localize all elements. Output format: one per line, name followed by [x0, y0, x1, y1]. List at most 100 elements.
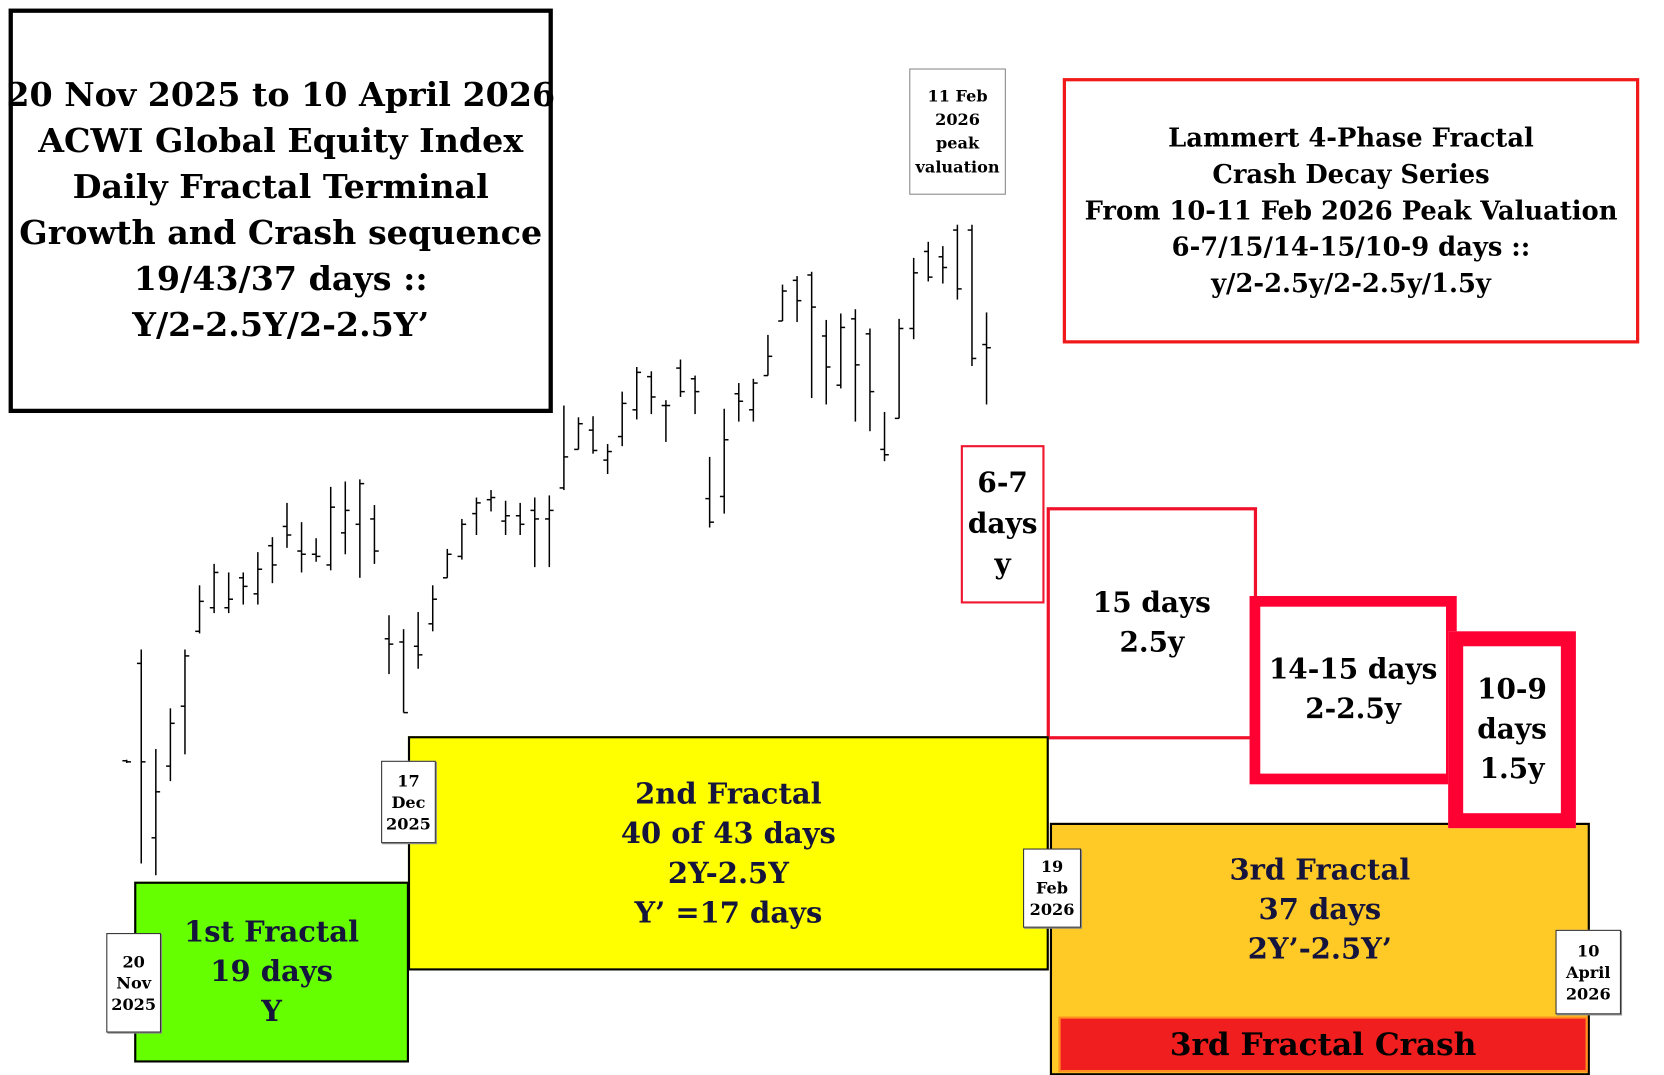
- date-line: Nov: [116, 973, 152, 993]
- phase-4-box: 10-9 days 1.5y: [1448, 631, 1576, 829]
- title-line: Growth and Crash sequence: [19, 214, 543, 253]
- ohlc-bar: [676, 359, 685, 397]
- second-fractal-box: 2nd Fractal 40 of 43 days 2Y-2.5Y Y’ =17…: [407, 736, 1049, 971]
- fractal-line: Y’ =17 days: [634, 896, 823, 930]
- fractal-line: 2Y-2.5Y: [667, 856, 789, 890]
- fractal-line: 1st Fractal: [184, 915, 360, 950]
- peak-label-line: peak: [936, 133, 980, 154]
- fractal-line: 37 days: [1258, 893, 1382, 927]
- ohlc-bar: [865, 328, 875, 432]
- date-line: 20: [122, 951, 145, 972]
- ohlc-bar: [457, 518, 467, 560]
- peak-label-line: valuation: [915, 157, 1000, 177]
- date-line: 2025: [386, 813, 431, 833]
- fractal-line: 40 of 43 days: [620, 816, 836, 851]
- ohlc-bar: [836, 313, 846, 389]
- date-label-end: 10 April 2026: [1555, 929, 1621, 1015]
- ohlc-bar: [311, 538, 321, 562]
- series-line: Crash Decay Series: [1212, 158, 1490, 190]
- ohlc-bar: [574, 417, 583, 451]
- ohlc-bar: [763, 334, 773, 377]
- ohlc-bar: [297, 522, 306, 573]
- ohlc-bar: [705, 456, 714, 528]
- ohlc-bar: [282, 502, 292, 548]
- ohlc-bar: [661, 400, 671, 442]
- title-line: ACWI Global Equity Index: [38, 121, 524, 161]
- date-line: 2026: [1029, 899, 1075, 920]
- ohlc-bar: [909, 257, 918, 340]
- date-label-start: 20 Nov 2025: [106, 933, 162, 1033]
- ohlc-bar: [603, 444, 612, 475]
- ohlc-bar: [632, 367, 642, 420]
- title-line: 19/43/37 days ::: [133, 260, 428, 299]
- ohlc-bar: [238, 572, 248, 605]
- first-fractal-box: 1st Fractal 19 days Y: [134, 881, 410, 1063]
- ohlc-bar: [340, 481, 350, 555]
- title-line: Daily Fractal Terminal: [72, 167, 489, 207]
- ohlc-bar: [690, 375, 700, 415]
- phase-line: 1.5y: [1479, 752, 1545, 785]
- ohlc-bar: [384, 615, 394, 675]
- title-box: 20 Nov 2025 to 10 April 2026 ACWI Global…: [6, 8, 556, 414]
- phase-line: 15 days: [1092, 586, 1211, 619]
- ohlc-bar: [501, 500, 510, 536]
- ohlc-bar: [792, 276, 802, 323]
- ohlc-bar: [399, 629, 408, 714]
- ohlc-bar: [166, 708, 175, 782]
- fractal-line: 19 days: [210, 955, 333, 989]
- phase-line: 10-9: [1477, 673, 1547, 706]
- fractal-line: 2Y’-2.5Y’: [1247, 933, 1392, 967]
- ohlc-bar: [778, 284, 787, 322]
- title-line: Y/2-2.5Y/2-2.5Y’: [132, 306, 430, 345]
- date-line: 10: [1577, 941, 1600, 961]
- ohlc-bar: [588, 416, 598, 454]
- fractal-line: 2nd Fractal: [635, 777, 822, 811]
- crash-decay-series-box: Lammert 4-Phase Fractal Crash Decay Seri…: [1062, 78, 1640, 344]
- phase-line: 14-15 days: [1268, 653, 1438, 686]
- phase-line: 2-2.5y: [1305, 693, 1402, 726]
- third-fractal-crash-bar: 3rd Fractal Crash: [1058, 1016, 1588, 1073]
- ohlc-bar: [413, 612, 423, 669]
- date-line: April: [1566, 962, 1611, 982]
- phase-line: y: [994, 548, 1011, 582]
- ohlc-bar: [938, 246, 948, 284]
- ohlc-bar: [749, 378, 758, 422]
- ohlc-bar: [515, 502, 525, 536]
- date-line: 17: [397, 770, 420, 791]
- series-line: Lammert 4-Phase Fractal: [1168, 121, 1534, 154]
- phase-2-box: 15 days 2.5y: [1046, 507, 1258, 740]
- ohlc-bar: [180, 649, 190, 755]
- date-line: Feb: [1035, 878, 1069, 898]
- ohlc-bar: [355, 479, 365, 578]
- title-line: 20 Nov 2025 to 10 April 2026: [6, 75, 556, 115]
- ohlc-bar: [953, 224, 962, 300]
- series-line: 6-7/15/14-15/10-9 days ::: [1171, 231, 1531, 263]
- ohlc-bar: [443, 548, 452, 579]
- ohlc-bar: [370, 505, 379, 564]
- ohlc-bar: [151, 749, 161, 876]
- date-line: 2026: [1565, 983, 1611, 1004]
- peak-label-line: 11 Feb: [927, 86, 988, 106]
- ohlc-bar: [923, 241, 933, 282]
- ohlc-bar: [894, 318, 904, 420]
- ohlc-bar: [428, 585, 438, 632]
- ohlc-bar: [982, 312, 991, 405]
- ohlc-bar: [807, 271, 816, 399]
- ohlc-bar: [209, 563, 219, 614]
- ohlc-bar: [195, 585, 204, 634]
- ohlc-bar: [122, 759, 131, 763]
- phase-line: days: [1477, 713, 1547, 746]
- series-line: y/2-2.5y/2-2.5y/1.5y: [1211, 267, 1491, 299]
- date-line: 19: [1040, 857, 1064, 877]
- phase-line: 6-7: [977, 467, 1028, 500]
- peak-valuation-label: 11 Feb 2026 peak valuation: [909, 68, 1006, 195]
- ohlc-bar: [224, 572, 233, 614]
- ohlc-bar: [486, 490, 496, 512]
- date-label-feb: 19 Feb 2026: [1023, 848, 1082, 928]
- ohlc-bar: [545, 495, 554, 568]
- ohlc-bar: [530, 497, 540, 568]
- ohlc-bar: [734, 383, 744, 422]
- ohlc-bar: [880, 411, 889, 462]
